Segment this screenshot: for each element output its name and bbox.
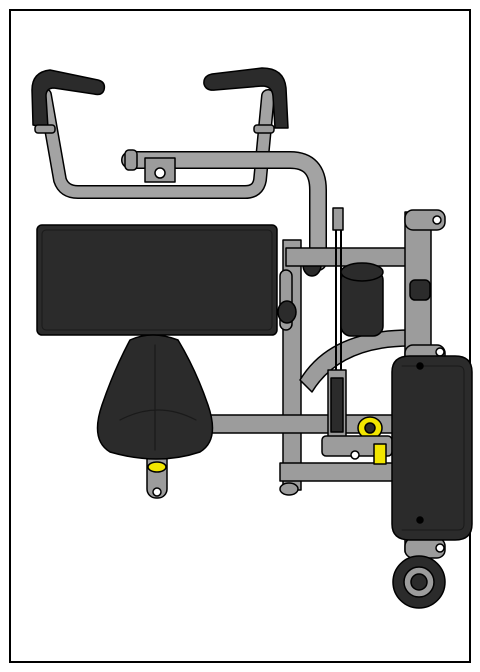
wheel-icon <box>392 555 446 609</box>
rear-pad-icon <box>391 355 473 541</box>
left-grip-icon <box>31 69 106 129</box>
cable <box>327 207 347 441</box>
seat-icon <box>96 334 214 473</box>
adjusting-lever <box>277 269 297 331</box>
weight-stack-icon <box>340 262 384 337</box>
arm-bar <box>31 67 289 199</box>
knob-icon <box>409 279 431 301</box>
right-grip-icon <box>203 67 289 129</box>
back-pad-icon <box>36 224 278 336</box>
pop-pin-icon <box>321 416 393 465</box>
